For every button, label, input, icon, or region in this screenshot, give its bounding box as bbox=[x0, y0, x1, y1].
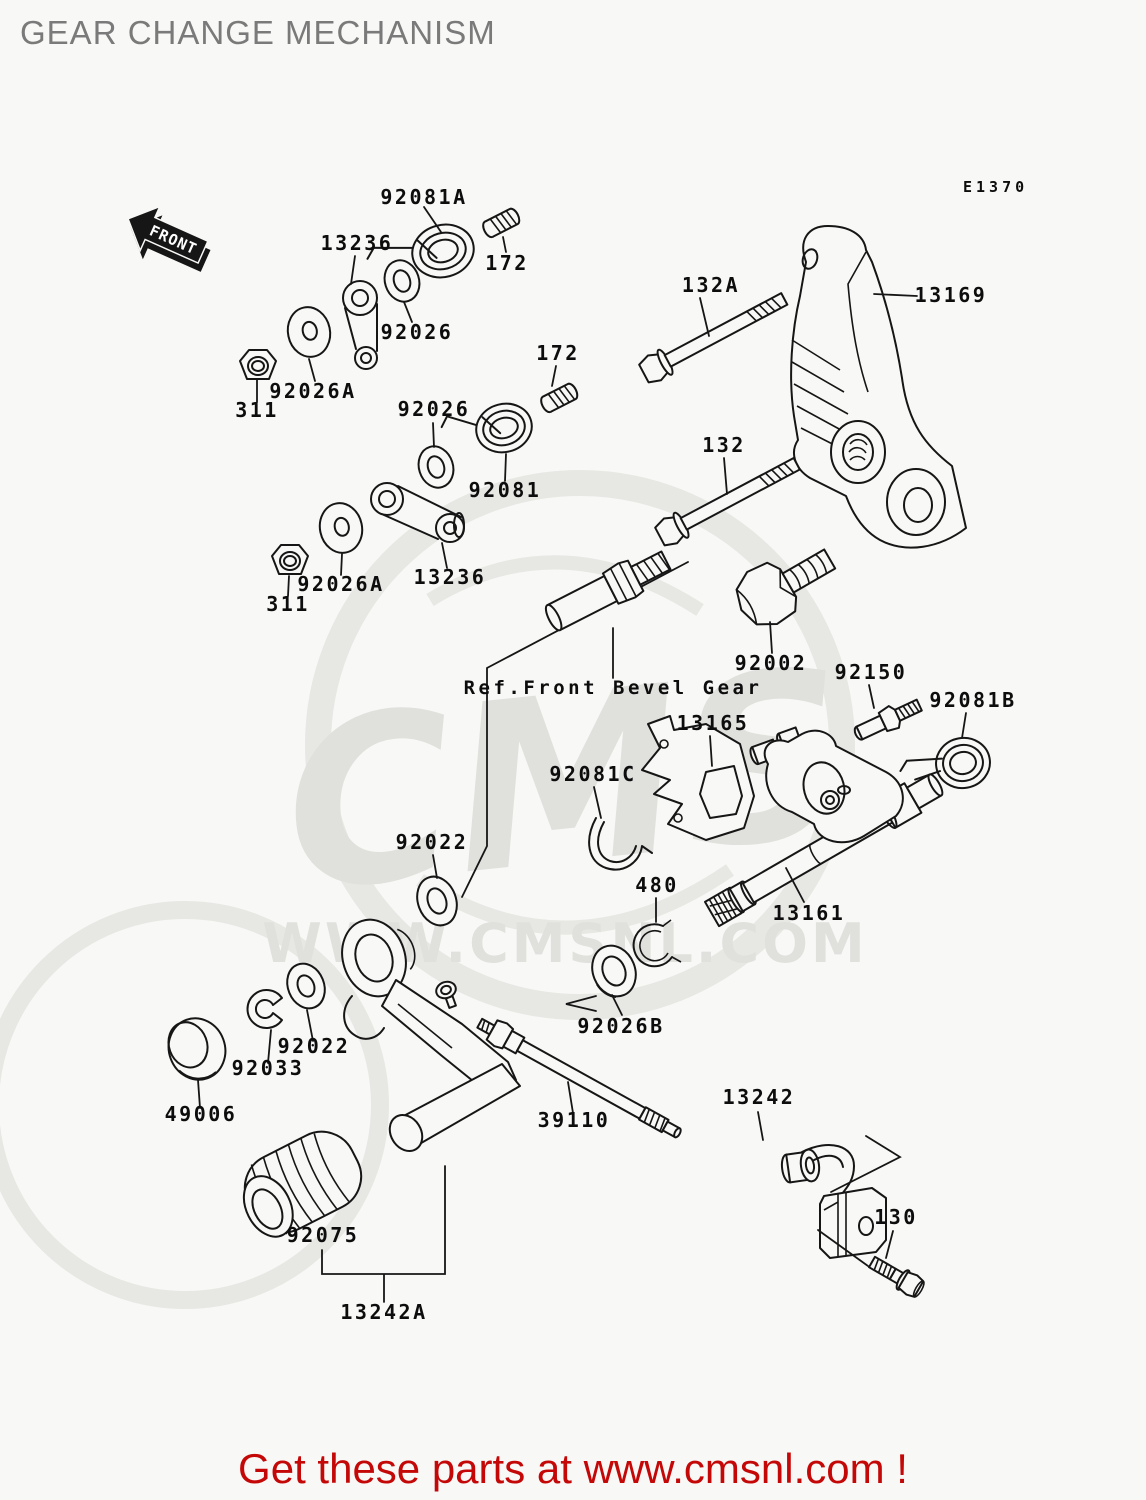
part-label-311-lower: 311 bbox=[266, 592, 310, 616]
lever-13236-lower-drawing bbox=[370, 482, 465, 543]
footer-promo-text: Get these parts at www.cmsnl.com ! bbox=[238, 1445, 908, 1492]
washer-92026-lower-drawing bbox=[412, 440, 460, 494]
part-label-92002: 92002 bbox=[735, 651, 808, 675]
part-label-92075: 92075 bbox=[287, 1223, 360, 1247]
part-label-49006: 49006 bbox=[165, 1102, 238, 1126]
part-label-130: 130 bbox=[874, 1205, 918, 1229]
bolt-132a-drawing bbox=[638, 292, 789, 384]
part-label-132a: 132A bbox=[682, 273, 740, 297]
reference-note: Ref.Front Bevel Gear bbox=[464, 677, 763, 699]
gear-change-arm-drawing bbox=[749, 726, 904, 844]
part-label-92022-lower: 92022 bbox=[278, 1034, 351, 1058]
bolt-92002-drawing bbox=[735, 548, 837, 626]
part-label-172-lower: 172 bbox=[536, 341, 580, 365]
bolt-92150-drawing bbox=[853, 698, 923, 741]
plate-13165-drawing bbox=[641, 715, 755, 841]
part-label-13161: 13161 bbox=[773, 901, 846, 925]
part-label-13236-lower: 13236 bbox=[414, 565, 487, 589]
page-title: GEAR CHANGE MECHANISM bbox=[20, 14, 496, 51]
spring-clip-92081c-drawing bbox=[588, 817, 653, 871]
part-label-13242a: 13242A bbox=[340, 1300, 427, 1324]
bolt-132-drawing bbox=[654, 457, 801, 547]
bracket-13169-drawing bbox=[790, 225, 967, 549]
diagram-artwork bbox=[167, 205, 991, 1298]
pedal-rubber-92075-drawing bbox=[242, 1130, 363, 1238]
part-label-92026a-upper: 92026A bbox=[269, 379, 356, 403]
gear-pedal-drawing bbox=[341, 918, 521, 1152]
shift-lever-13242-drawing bbox=[780, 1143, 887, 1259]
leader-lines bbox=[197, 206, 967, 1303]
part-label-92026b: 92026B bbox=[577, 1014, 664, 1038]
part-label-92033: 92033 bbox=[232, 1056, 305, 1080]
rod-39110-drawing bbox=[476, 1017, 682, 1139]
washer-92022-upper-drawing bbox=[416, 875, 458, 927]
washer-92026a-upper-drawing bbox=[282, 302, 336, 362]
bolt-130-drawing bbox=[868, 1255, 925, 1298]
part-label-92026a-lower: 92026A bbox=[297, 572, 384, 596]
nut-311-upper-drawing bbox=[239, 349, 277, 380]
torsion-spring-92081a-drawing bbox=[366, 223, 475, 279]
part-label-92081: 92081 bbox=[469, 478, 542, 502]
washer-92026b-drawing bbox=[591, 944, 637, 998]
part-label-172-upper: 172 bbox=[485, 251, 529, 275]
diagram-code: E1370 bbox=[963, 178, 1028, 196]
washer-92022-lower-drawing bbox=[286, 962, 326, 1010]
part-label-92026-upper: 92026 bbox=[381, 320, 454, 344]
circlip-92033-drawing bbox=[246, 989, 283, 1029]
part-label-92081c: 92081C bbox=[549, 762, 636, 786]
pin-172-lower-drawing bbox=[537, 380, 581, 415]
pin-172-upper-drawing bbox=[479, 205, 523, 240]
part-label-92081a: 92081A bbox=[380, 185, 467, 209]
circlip-480-drawing bbox=[632, 919, 682, 968]
part-label-132: 132 bbox=[702, 433, 746, 457]
cap-49006-drawing bbox=[167, 1017, 227, 1081]
lever-13236-upper-drawing bbox=[342, 280, 378, 370]
part-label-480: 480 bbox=[635, 873, 679, 897]
part-label-92081b: 92081B bbox=[929, 688, 1016, 712]
front-direction-arrow: FRONT bbox=[127, 205, 211, 272]
bevel-gear-shaft-drawing bbox=[544, 550, 672, 632]
torsion-spring-92081-drawing bbox=[440, 402, 533, 454]
part-label-92150: 92150 bbox=[835, 660, 908, 684]
part-label-13165: 13165 bbox=[677, 711, 750, 735]
part-label-92026-lower: 92026 bbox=[398, 397, 471, 421]
part-label-13169: 13169 bbox=[915, 283, 988, 307]
part-label-311-upper: 311 bbox=[235, 398, 279, 422]
part-label-92022-upper: 92022 bbox=[396, 830, 469, 854]
nut-311-lower-drawing bbox=[271, 544, 309, 575]
part-label-13236-upper: 13236 bbox=[321, 231, 394, 255]
part-label-13242: 13242 bbox=[723, 1085, 796, 1109]
washer-92026a-lower-drawing bbox=[314, 498, 368, 558]
part-labels: 92081A 172 13236 92026 92026A 311 172 92… bbox=[165, 185, 1016, 1324]
part-label-39110: 39110 bbox=[538, 1108, 611, 1132]
